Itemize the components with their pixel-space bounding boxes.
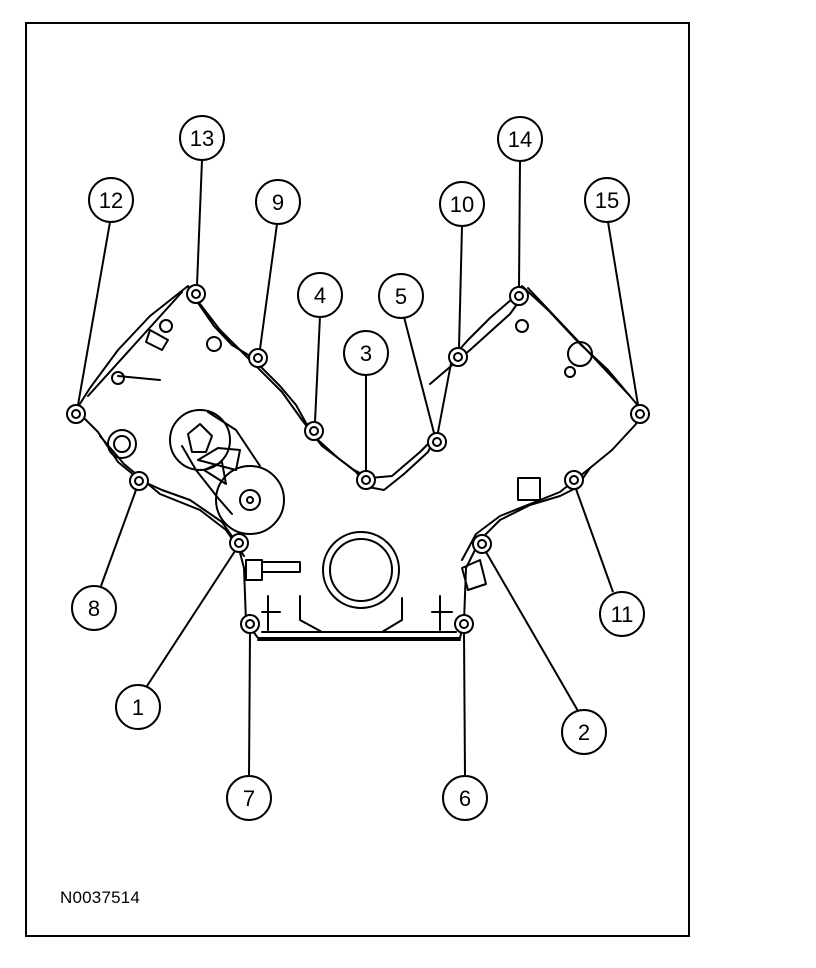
callout-8: 8 <box>71 585 117 631</box>
callout-10: 10 <box>439 181 485 227</box>
callout-12: 12 <box>88 177 134 223</box>
tensioner-pulley <box>215 465 285 535</box>
callout-7: 7 <box>226 775 272 821</box>
callout-label-4: 4 <box>314 283 326 308</box>
callout-label-5: 5 <box>395 284 407 309</box>
bolt-8 <box>129 471 149 491</box>
left-boss-large <box>107 429 137 459</box>
callout-4: 4 <box>297 272 343 318</box>
lower-right-flange <box>461 467 591 561</box>
tensioner-pulley-center <box>246 496 254 504</box>
callout-label-13: 13 <box>190 126 214 151</box>
bolt-10 <box>448 347 468 367</box>
bolt-3 <box>356 470 376 490</box>
bolt-15 <box>630 404 650 424</box>
bolts <box>66 284 650 634</box>
left-sensor-wire <box>117 375 161 381</box>
callout-2: 2 <box>561 709 607 755</box>
bolt-4 <box>304 421 324 441</box>
right-upper-boss <box>515 319 529 333</box>
left-boss-inner <box>113 435 131 453</box>
callout-label-7: 7 <box>243 786 255 811</box>
callout-11: 11 <box>599 591 645 637</box>
figure-id-label: N0037514 <box>60 888 141 907</box>
lower-left-flange <box>99 435 245 557</box>
callout-9: 9 <box>255 179 301 225</box>
right-sensor <box>461 559 487 591</box>
callout-1: 1 <box>115 684 161 730</box>
bolt-7 <box>240 614 260 634</box>
bolt-13 <box>186 284 206 304</box>
bolt-11 <box>564 470 584 490</box>
oil-pan-rail <box>257 595 461 641</box>
callout-label-2: 2 <box>578 720 590 745</box>
callout-label-10: 10 <box>450 192 474 217</box>
bolt-5 <box>427 432 447 452</box>
callout-label-12: 12 <box>99 188 123 213</box>
bolt-6 <box>454 614 474 634</box>
bolt-2 <box>472 534 492 554</box>
right-flange-line <box>429 299 521 385</box>
callout-label-14: 14 <box>508 127 532 152</box>
left-upper-boss-2 <box>206 336 222 352</box>
bolt-12 <box>66 404 86 424</box>
callout-label-8: 8 <box>88 596 100 621</box>
tensioner-pulley-hub <box>239 489 261 511</box>
callout-6: 6 <box>442 775 488 821</box>
bolt-9 <box>248 348 268 368</box>
tensioner-cross <box>187 423 227 485</box>
callout-label-9: 9 <box>272 190 284 215</box>
tensioner-body <box>169 409 231 471</box>
callouts: 1 2 3 4 5 6 7 8 <box>71 115 645 821</box>
left-upper-boss <box>159 319 173 333</box>
left-bracket <box>145 329 169 351</box>
callout-5: 5 <box>378 273 424 319</box>
callout-label-15: 15 <box>595 188 619 213</box>
callout-15: 15 <box>584 177 630 223</box>
left-ridge-line <box>87 291 183 397</box>
diagram-frame <box>25 22 690 937</box>
callout-13: 13 <box>179 115 225 161</box>
callout-label-3: 3 <box>360 341 372 366</box>
cam-sensor <box>245 559 301 581</box>
right-bracket <box>517 477 541 501</box>
upper-flange-line <box>199 303 433 479</box>
right-boss-small <box>564 366 576 378</box>
bolt-1 <box>229 533 249 553</box>
callout-3: 3 <box>343 330 389 376</box>
callout-label-6: 6 <box>459 786 471 811</box>
crank-seal-outer <box>322 531 400 609</box>
crank-seal-inner <box>329 538 393 602</box>
callout-label-1: 1 <box>132 695 144 720</box>
rail-tabs <box>261 595 453 631</box>
bolt-14 <box>509 286 529 306</box>
left-sensor <box>111 371 125 385</box>
right-boss-large <box>567 341 593 367</box>
leader-lines <box>77 159 639 777</box>
callout-14: 14 <box>497 116 543 162</box>
callout-label-11: 11 <box>611 602 634 627</box>
